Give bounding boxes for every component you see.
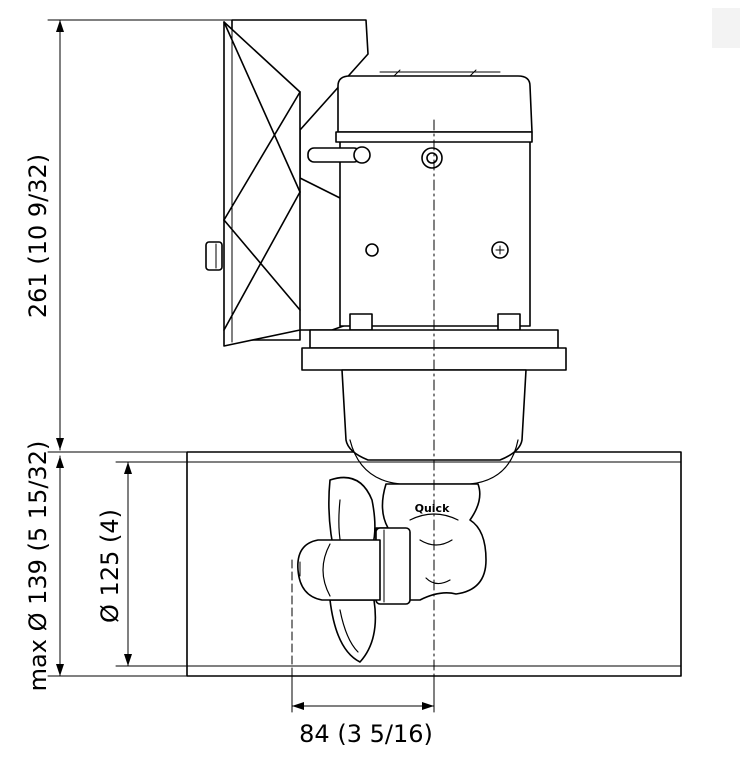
label-tunnel-diameter: Ø 125 (4): [96, 509, 124, 623]
label-max-diameter: max Ø 139 (5 15/32): [24, 441, 52, 692]
quick-logo: Quick: [415, 502, 450, 515]
corner-tab: [712, 8, 740, 48]
propeller: [297, 476, 381, 663]
label-prop-offset: 84 (3 5/16): [299, 720, 433, 748]
motor-body: [307, 69, 533, 331]
mounting-flange: [301, 329, 567, 371]
dimension-arrowheads: [56, 20, 434, 710]
lower-unit: [375, 483, 487, 605]
motor-bracket: [205, 19, 373, 347]
label-total-height: 261 (10 9/32): [24, 154, 52, 318]
